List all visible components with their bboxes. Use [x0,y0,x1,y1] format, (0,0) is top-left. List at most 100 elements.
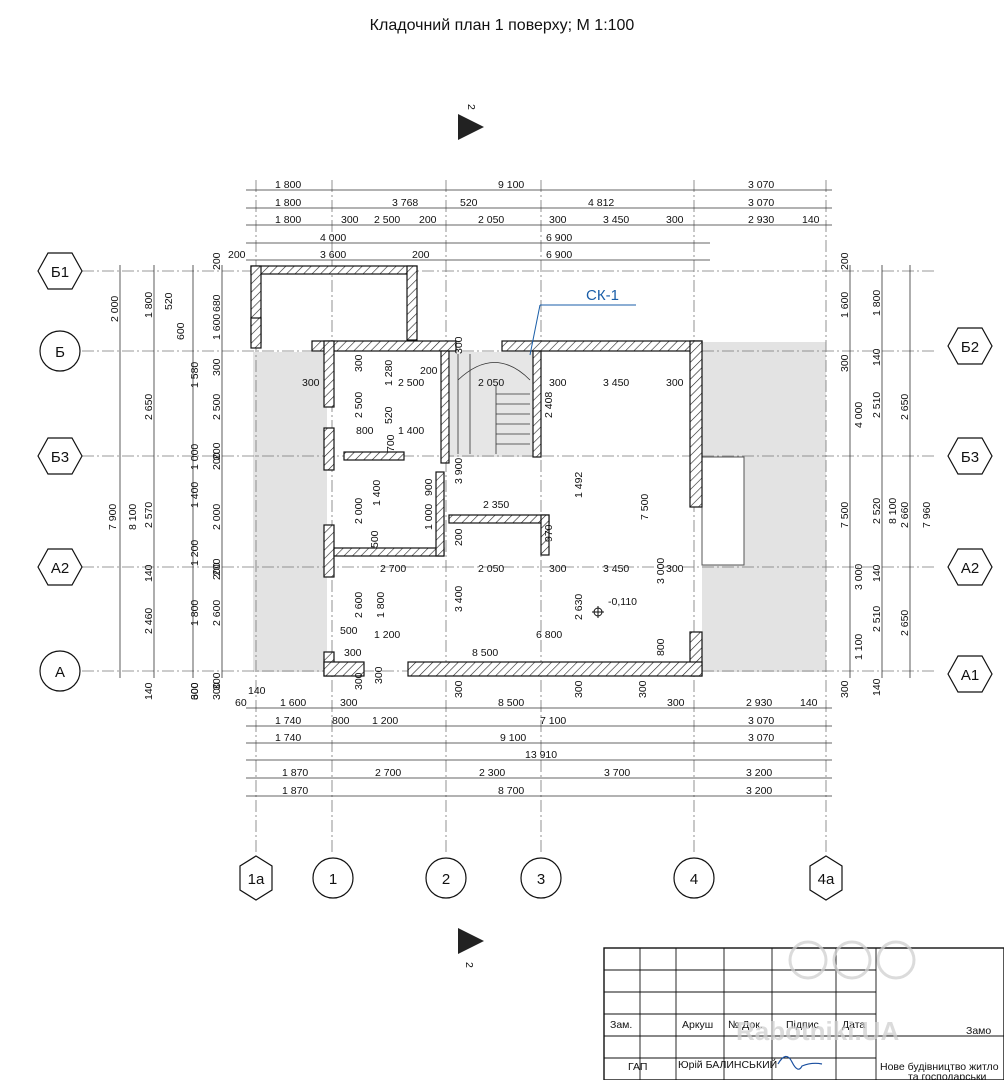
dim-text: 3 070 [748,179,774,191]
dimensions-bottom: 60 140 1 600 300 8 500 300 2 930 140 1 7… [235,685,818,797]
stamp-role: ГАП [628,1061,647,1073]
dim-text: 1 600 [839,292,851,318]
dim-text: 300 [549,563,567,575]
axis-label: А1 [961,667,979,684]
axis-bubble [809,855,843,901]
section-mark-top: 2 [458,104,484,140]
dim-text: 140 [802,214,820,226]
dim-text: 140 [143,564,155,582]
dim-text: 1 800 [275,197,301,209]
dim-text: 140 [871,348,883,366]
sheet-title: Кладочний план 1 поверху; М 1:100 [369,17,635,34]
dim-text: 1 000 [189,444,201,470]
axis-bubble [239,855,273,901]
dim-text: 200 [228,249,246,261]
dim-text: 680 [211,294,223,312]
dim-text: 3 450 [603,563,629,575]
dim-text: 2 050 [478,377,504,389]
axis-bubble [39,650,81,692]
axis-bubble [425,857,467,899]
dim-text: 140 [871,678,883,696]
dim-text: 2 500 [353,392,365,418]
dim-text: 8 500 [472,647,498,659]
dim-text: 3 200 [746,767,772,779]
stamp-name: Юрій БАЛИНСЬКИЙ [678,1058,777,1071]
dim-text: 300 [453,336,465,354]
axis-bubble [947,655,993,693]
dim-text: 300 [353,354,365,372]
title-block: Зам. Аркуш № Док. Підпис Дата ГАП Юрій Б… [603,947,1004,1080]
dim-text: 1 740 [275,732,301,744]
dim-text: 2 520 [871,498,883,524]
stamp-header: Аркуш [682,1019,713,1031]
dim-text: 6 900 [546,249,572,261]
dim-text: 300 [189,682,201,700]
axis-bubble [37,252,83,290]
dim-text: 300 [573,680,585,698]
dim-text: 300 [344,647,362,659]
dim-text: 2 700 [375,767,401,779]
dim-text: 2 600 [211,600,223,626]
dim-text: 1 280 [383,360,395,386]
dim-text: 2 600 [353,592,365,618]
dim-text: 3 700 [604,767,630,779]
dimensions-interior: 300 300 1 280 2 500 200 2 050 300 3 450 … [302,336,684,698]
dim-text: 2 930 [746,697,772,709]
dim-text: 300 [373,666,385,684]
dim-text: 1 870 [282,767,308,779]
dim-text: 2 500 [398,377,424,389]
dim-text: 1 492 [573,472,585,498]
dim-text: 8 500 [498,697,524,709]
level-mark-label: -0,110 [608,596,637,608]
dim-text: 2 650 [143,394,155,420]
dim-text: 300 [302,377,320,389]
dim-text: 600 [189,682,201,700]
dim-text: 970 [543,524,555,542]
dim-text: 60 [235,697,247,709]
dim-text: 2 460 [143,608,155,634]
dim-text: 3 070 [748,715,774,727]
dim-text: 3 600 [320,249,346,261]
axis-bubbles-left: Б1 Б Б3 А2 А [37,252,83,692]
dim-text: 2 650 [899,610,911,636]
axis-bubble [673,857,715,899]
dim-text: 200 [839,252,851,270]
dimension-rails [119,189,911,797]
dim-text: 140 [143,682,155,700]
dim-text: 200 [211,252,223,270]
dim-text: 1 740 [275,715,301,727]
stamp-project-line: та господарськи [908,1071,987,1080]
dim-text: 1 870 [282,785,308,797]
dim-text: 200 [211,558,223,576]
dim-text: 300 [839,354,851,372]
axis-label: А2 [961,560,979,577]
signature [777,1055,823,1070]
dim-text: 300 [666,214,684,226]
dim-text: 1 600 [211,314,223,340]
dim-text: 700 [385,434,397,452]
axis-label: 1а [248,871,265,888]
axis-bubble [520,857,562,899]
dim-text: 1 400 [398,425,424,437]
dim-text: 2 300 [479,767,505,779]
dim-text: 2 000 [353,498,365,524]
dim-text: 500 [340,625,358,637]
level-marker: -0,110 [592,596,637,618]
dim-text: 9 100 [500,732,526,744]
dim-text: 300 [453,680,465,698]
axis-bubble [312,857,354,899]
dim-text: 6 800 [536,629,562,641]
axis-label: Б [55,344,65,361]
dim-text: 1 800 [275,179,301,191]
dim-text: 300 [211,682,223,700]
axis-bubbles-bottom: 1а 1 2 3 4 4а [239,855,843,901]
dim-text: 300 [549,377,567,389]
dim-text: 200 [211,442,223,460]
dim-text: 8 700 [498,785,524,797]
axis-bubble [39,330,81,372]
dim-text: 300 [549,214,567,226]
dim-text: 2 050 [478,563,504,575]
dim-text: 6 900 [546,232,572,244]
dim-text: 500 [369,530,381,548]
